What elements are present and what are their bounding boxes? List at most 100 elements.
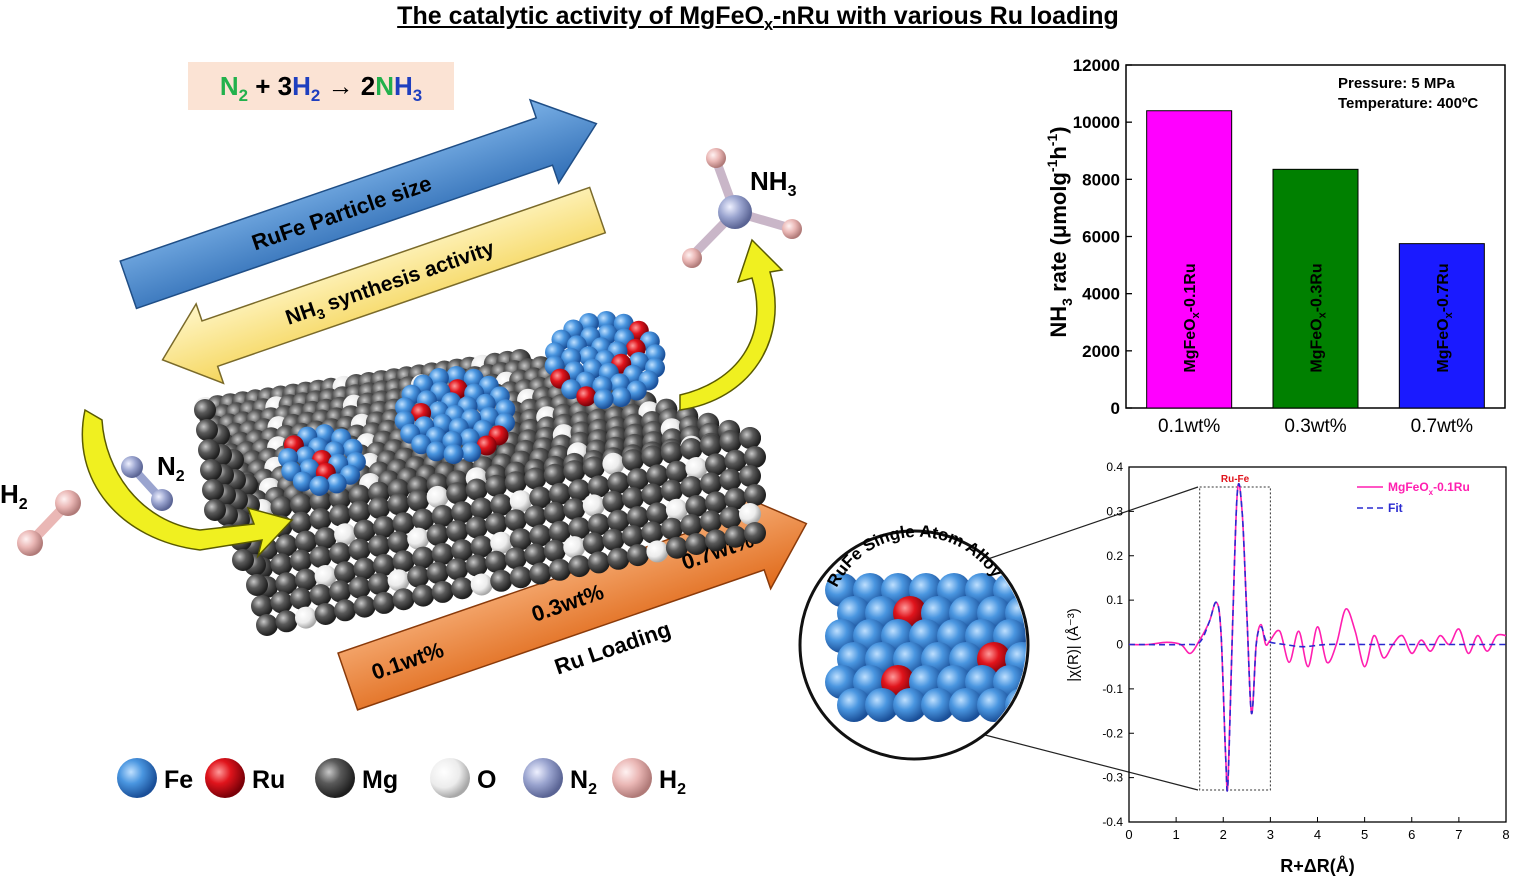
nh3-rate-bar-chart: 020004000600080001000012000MgFeOx-0.1Ru0…	[1044, 56, 1506, 437]
support-atom	[329, 580, 352, 603]
support-atom	[660, 441, 683, 464]
support-atom	[665, 536, 688, 559]
support-atom	[719, 506, 742, 529]
support-atom	[563, 536, 586, 559]
support-atom	[563, 460, 586, 483]
support-atom	[275, 610, 298, 633]
bar-ytick-label-6: 12000	[1073, 56, 1120, 75]
support-atom	[504, 509, 527, 532]
support-atom	[353, 595, 376, 618]
support-atom	[529, 486, 552, 509]
support-atom	[387, 531, 410, 554]
legend-swatch-4	[523, 758, 563, 798]
support-atom	[582, 494, 605, 517]
support-atom	[348, 538, 371, 561]
support-atom	[724, 487, 747, 510]
support-atom	[587, 551, 610, 574]
support-atom	[485, 550, 508, 573]
support-atom	[387, 493, 410, 516]
cluster-0-7wt	[544, 311, 666, 409]
bar-ytick-label-2: 4000	[1082, 285, 1120, 304]
support-atom	[665, 498, 688, 521]
support-atom	[602, 490, 625, 513]
support-atom	[700, 472, 722, 495]
fe-atom	[949, 688, 983, 722]
support-atom	[426, 485, 449, 508]
support-atom	[407, 527, 430, 550]
support-atom	[509, 528, 532, 551]
exafs-xtick-label-6: 6	[1408, 827, 1415, 842]
support-atom	[744, 484, 766, 506]
bar-ylabel: NH3 rate (μmolg-1h-1)	[1044, 126, 1075, 337]
legend-label-4: N2	[570, 766, 597, 798]
exafs-xtick-label-7: 7	[1455, 827, 1462, 842]
support-atom	[587, 475, 610, 498]
support-atom	[607, 509, 630, 532]
bar-category-1: 0.3wt%	[1284, 416, 1346, 437]
support-atom	[509, 566, 532, 589]
bar-inner-label-0: MgFeOx-0.1Ru	[1182, 263, 1202, 372]
support-atom	[626, 468, 649, 491]
fe-atom	[309, 475, 330, 496]
support-atom	[587, 513, 610, 536]
fe-atom	[443, 444, 464, 464]
support-atom	[700, 434, 722, 457]
fe-atom	[411, 434, 432, 455]
fe-atom	[561, 379, 582, 400]
exafs-legend-label-0: MgFeOx-0.1Ru	[1388, 480, 1470, 497]
support-atom	[504, 471, 527, 494]
support-atom	[626, 506, 649, 529]
support-atom	[270, 496, 293, 519]
support-atom	[680, 438, 703, 460]
support-atom	[194, 399, 216, 421]
support-atom	[309, 584, 332, 606]
support-atom	[251, 595, 273, 617]
support-atom	[705, 529, 727, 552]
exafs-ytick-label-2: 0.2	[1106, 549, 1123, 563]
bar-ytick-label-4: 8000	[1082, 170, 1120, 189]
support-atom	[353, 557, 376, 580]
support-atom	[680, 476, 703, 498]
support-atom	[621, 449, 644, 472]
exafs-series-0	[1128, 483, 1507, 792]
rufe-clusters	[278, 311, 666, 496]
support-atom	[275, 534, 298, 557]
support-atom	[348, 500, 371, 523]
support-atom	[270, 553, 293, 576]
support-atom	[660, 479, 683, 502]
support-atom	[412, 546, 435, 569]
support-atom	[368, 496, 391, 519]
support-atom	[524, 505, 547, 528]
support-atom	[246, 574, 268, 596]
bar-category-2: 0.7wt%	[1411, 416, 1473, 437]
bar-annotation-temperature: Temperature: 400ºC	[1338, 95, 1478, 112]
support-atom	[543, 463, 566, 486]
fe-atom	[837, 688, 871, 722]
bar-annotation-pressure: Pressure: 5 MPa	[1338, 75, 1455, 92]
support-atom	[470, 573, 493, 596]
support-atom	[329, 542, 352, 565]
legend-swatch-0	[117, 758, 157, 798]
support-atom	[426, 523, 449, 546]
support-atom	[680, 514, 703, 536]
bar-1	[1272, 168, 1359, 409]
legend-label-1: Ru	[252, 766, 285, 794]
support-atom	[290, 549, 312, 572]
support-atom	[646, 502, 669, 525]
support-atom	[451, 501, 474, 524]
bar-inner-label-1: MgFeOx-0.3Ru	[1309, 263, 1329, 372]
support-atom	[407, 489, 430, 512]
support-atom	[744, 446, 766, 468]
support-atom	[270, 591, 293, 614]
support-atom	[621, 525, 644, 548]
exafs-ytick-label-5: -0.1	[1102, 682, 1123, 696]
exafs-xtick-label-8: 8	[1502, 827, 1509, 842]
exafs-xtick-label-2: 2	[1220, 827, 1227, 842]
support-atom	[685, 457, 708, 479]
support-atom	[490, 569, 513, 592]
support-atom	[446, 482, 469, 505]
exafs-xtick-label-5: 5	[1361, 827, 1368, 842]
support-atom	[368, 572, 391, 595]
support-atom	[524, 467, 547, 490]
support-atom	[196, 419, 218, 441]
